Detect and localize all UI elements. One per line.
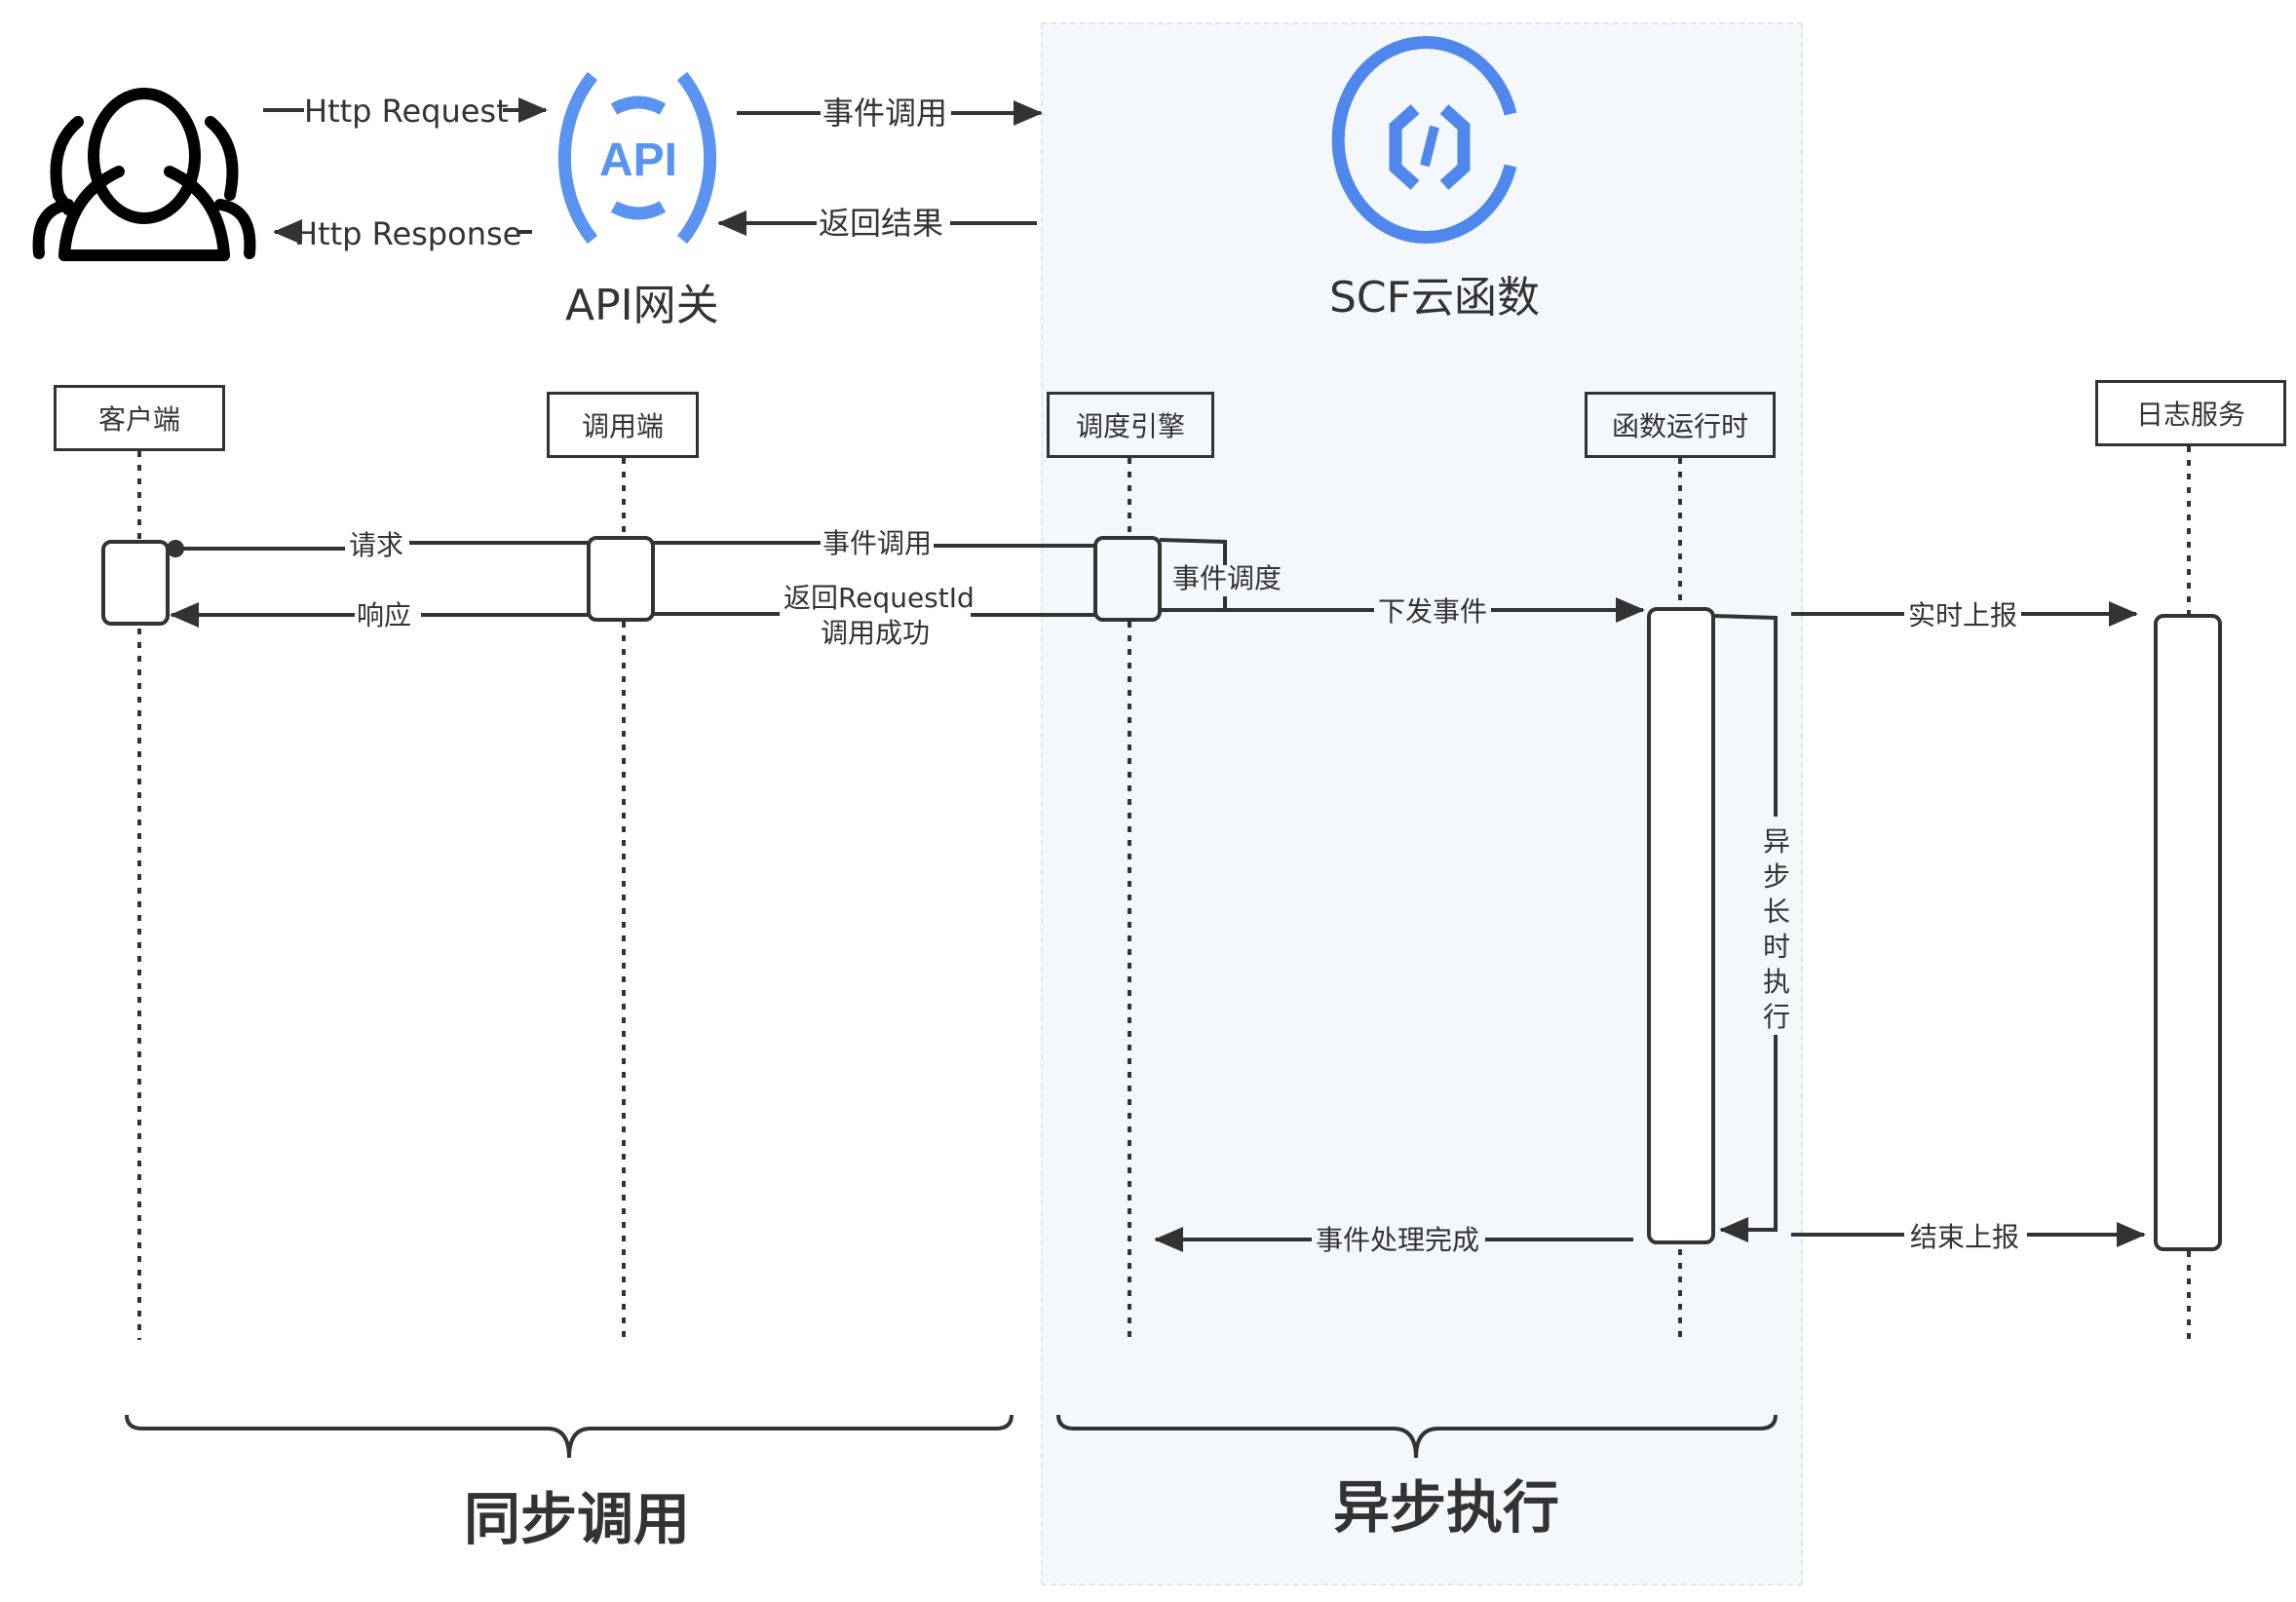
top-event-invoke-label: 事件调用 [823, 95, 948, 132]
sync-brace [125, 1414, 1014, 1459]
msg-response: 响应 [357, 599, 412, 631]
msg-event-done: 事件处理完成 [1316, 1224, 1480, 1256]
msg-event-schedule: 事件调度 [1172, 562, 1282, 594]
api-glyph: API [599, 134, 677, 186]
lifeline-client: 客户端 [54, 385, 225, 451]
group-async-label: 异步执行 [1333, 1474, 1560, 1541]
msg-async-long-exec: 异步长时执行 [1762, 825, 1790, 1033]
scf-label: SCF云函数 [1329, 273, 1540, 323]
http-response-label: Http Response [294, 215, 522, 252]
msg-invoke-success: 调用成功 [821, 617, 931, 649]
activation-scheduler [1093, 536, 1162, 622]
lifeline-runtime: 函数运行时 [1585, 392, 1776, 458]
api-gateway-icon [557, 71, 717, 245]
msg-realtime-report: 实时上报 [1908, 599, 2018, 631]
scf-cloud-function-icon [1331, 36, 1517, 244]
msg-return-request-id: 返回RequestId [784, 582, 975, 614]
http-request-label: Http Request [304, 93, 509, 130]
activation-client [101, 540, 170, 626]
lifeline-caller: 调用端 [547, 392, 699, 458]
msg-request: 请求 [349, 529, 404, 561]
activation-caller [587, 536, 655, 622]
msg-dispatch-event: 下发事件 [1378, 595, 1488, 628]
users-icon [32, 88, 256, 261]
api-gateway-label: API网关 [565, 281, 719, 330]
activation-log [2154, 614, 2222, 1251]
msg-end-report: 结束上报 [1910, 1221, 2020, 1253]
activation-runtime [1647, 607, 1715, 1244]
group-sync-label: 同步调用 [464, 1486, 691, 1552]
msg-event-invoke: 事件调用 [823, 527, 933, 559]
lifeline-log-service: 日志服务 [2095, 380, 2286, 446]
return-result-label: 返回结果 [819, 205, 944, 242]
async-brace [1056, 1414, 1778, 1459]
lifeline-scheduler: 调度引擎 [1047, 392, 1214, 458]
